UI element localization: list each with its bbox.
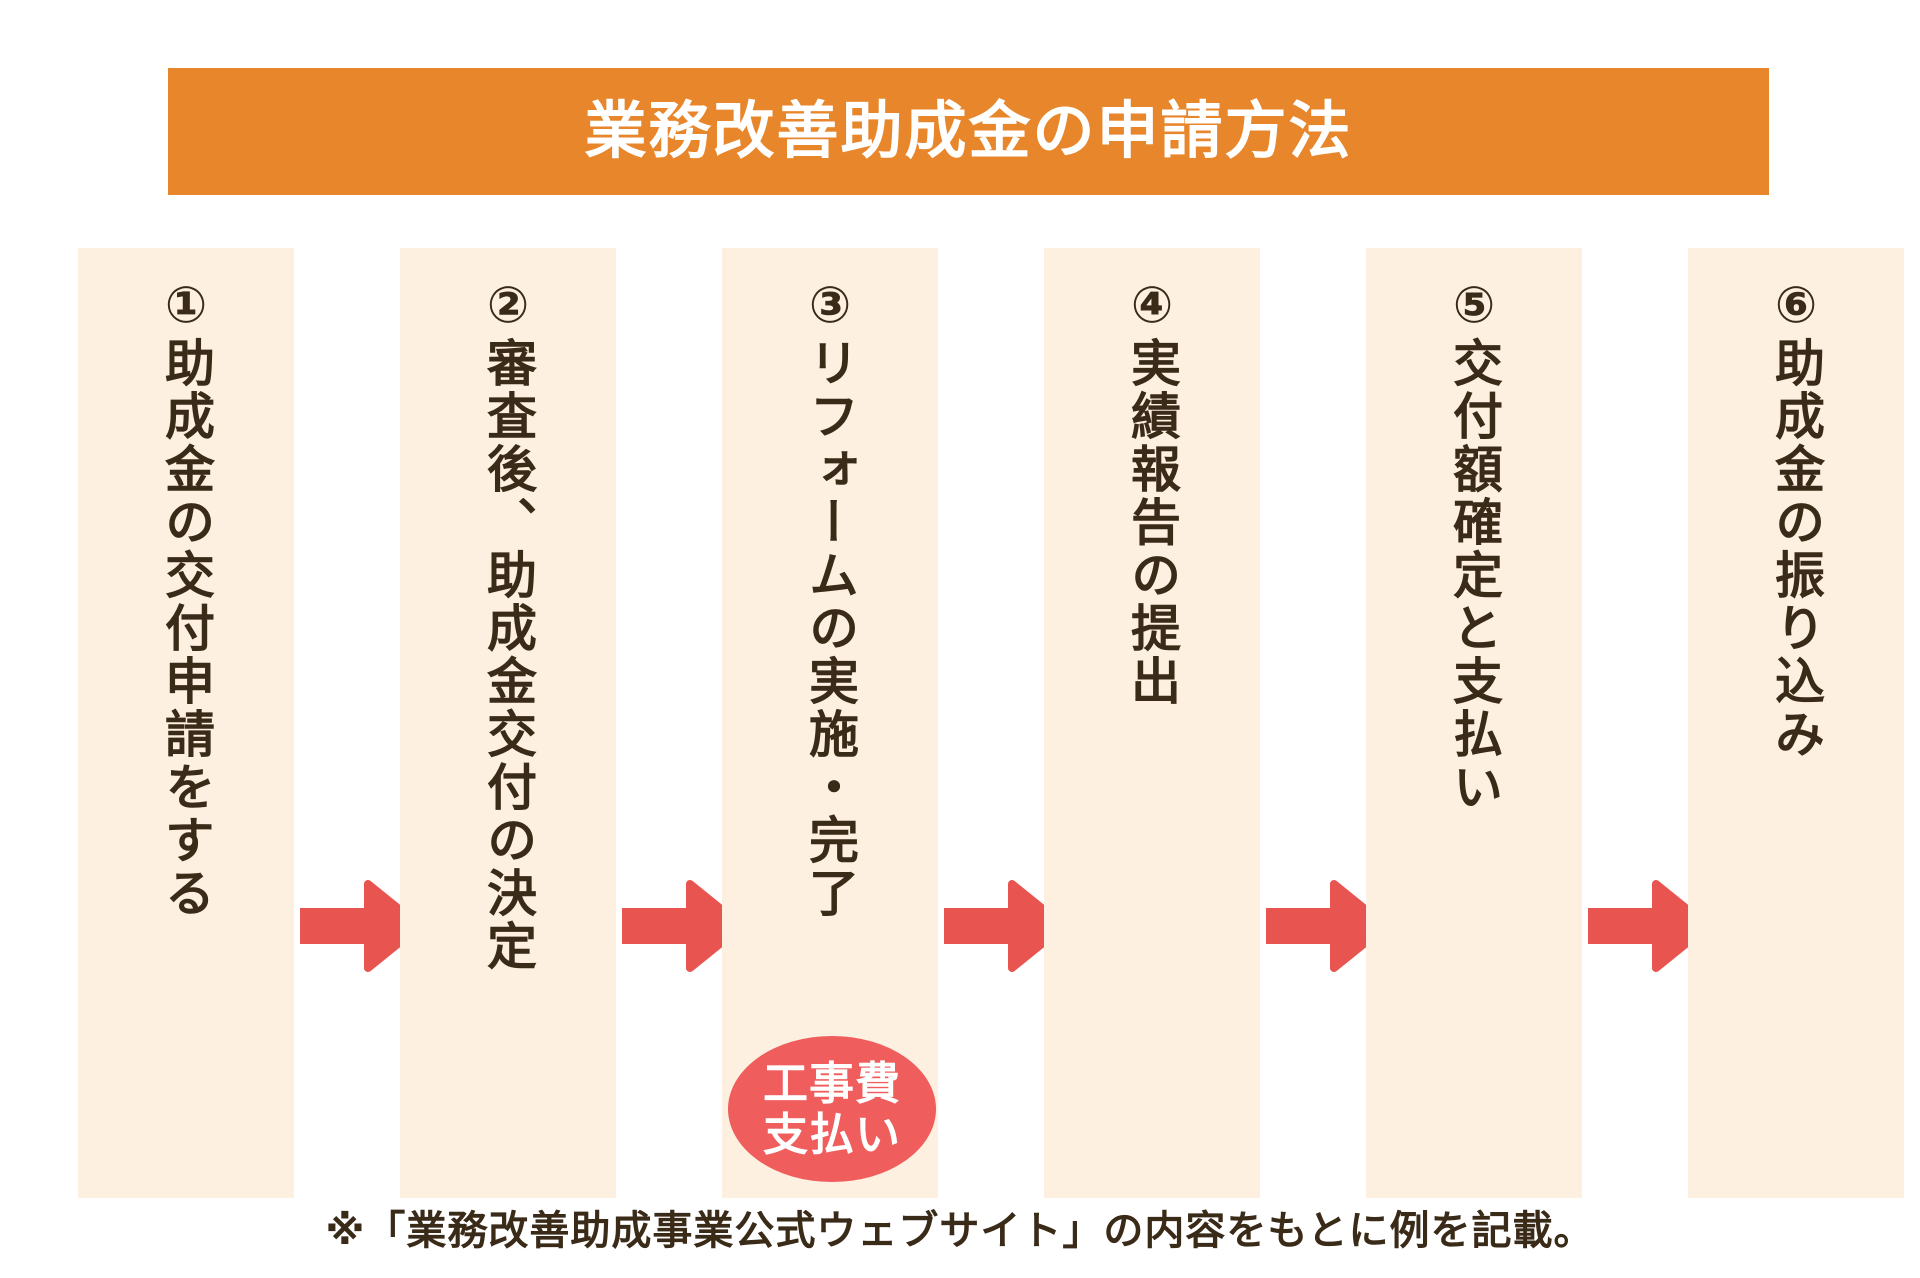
process-flow: ①助成金の交付申請をする ②審査後、助成金交付の決定 ③リフォームの実施・完了 … — [0, 248, 1920, 1198]
step-content-2: ②審査後、助成金交付の決定 — [400, 276, 616, 1176]
step-content-6: ⑥助成金の振り込み — [1688, 276, 1904, 1176]
step-content-1: ①助成金の交付申請をする — [78, 276, 294, 1176]
step-content-5: ⑤交付額確定と支払い — [1366, 276, 1582, 1176]
step-label-1: ①助成金の交付申請をする — [158, 276, 214, 920]
construction-payment-badge: 工事費 支払い — [728, 1036, 936, 1182]
step-label-6: ⑥助成金の振り込み — [1768, 276, 1824, 761]
arrow-4-to-5 — [1266, 878, 1386, 974]
badge-line-2: 支払い — [762, 1109, 901, 1160]
arrow-1-to-2 — [300, 878, 420, 974]
step-label-4: ④実績報告の提出 — [1124, 276, 1180, 708]
badge-line-1: 工事費 — [762, 1057, 901, 1109]
title-banner: 業務改善助成金の申請方法 — [168, 68, 1769, 195]
step-column-4: ④実績報告の提出 — [1044, 248, 1260, 1198]
step-column-2: ②審査後、助成金交付の決定 — [400, 248, 616, 1198]
step-column-1: ①助成金の交付申請をする — [78, 248, 294, 1198]
step-column-5: ⑤交付額確定と支払い — [1366, 248, 1582, 1198]
arrow-5-to-6 — [1588, 878, 1708, 974]
page-title: 業務改善助成金の申請方法 — [584, 96, 1353, 166]
arrow-3-to-4 — [944, 878, 1064, 974]
arrow-2-to-3 — [622, 878, 742, 974]
step-content-3: ③リフォームの実施・完了 — [722, 276, 938, 1176]
step-label-2: ②審査後、助成金交付の決定 — [480, 276, 536, 973]
footnote: ※「業務改善助成事業公式ウェブサイト」の内容をもとに例を記載。 — [325, 1209, 1595, 1253]
step-content-4: ④実績報告の提出 — [1044, 276, 1260, 1176]
step-label-5: ⑤交付額確定と支払い — [1446, 276, 1502, 814]
step-column-6: ⑥助成金の振り込み — [1688, 248, 1904, 1198]
step-label-3: ③リフォームの実施・完了 — [802, 276, 858, 920]
